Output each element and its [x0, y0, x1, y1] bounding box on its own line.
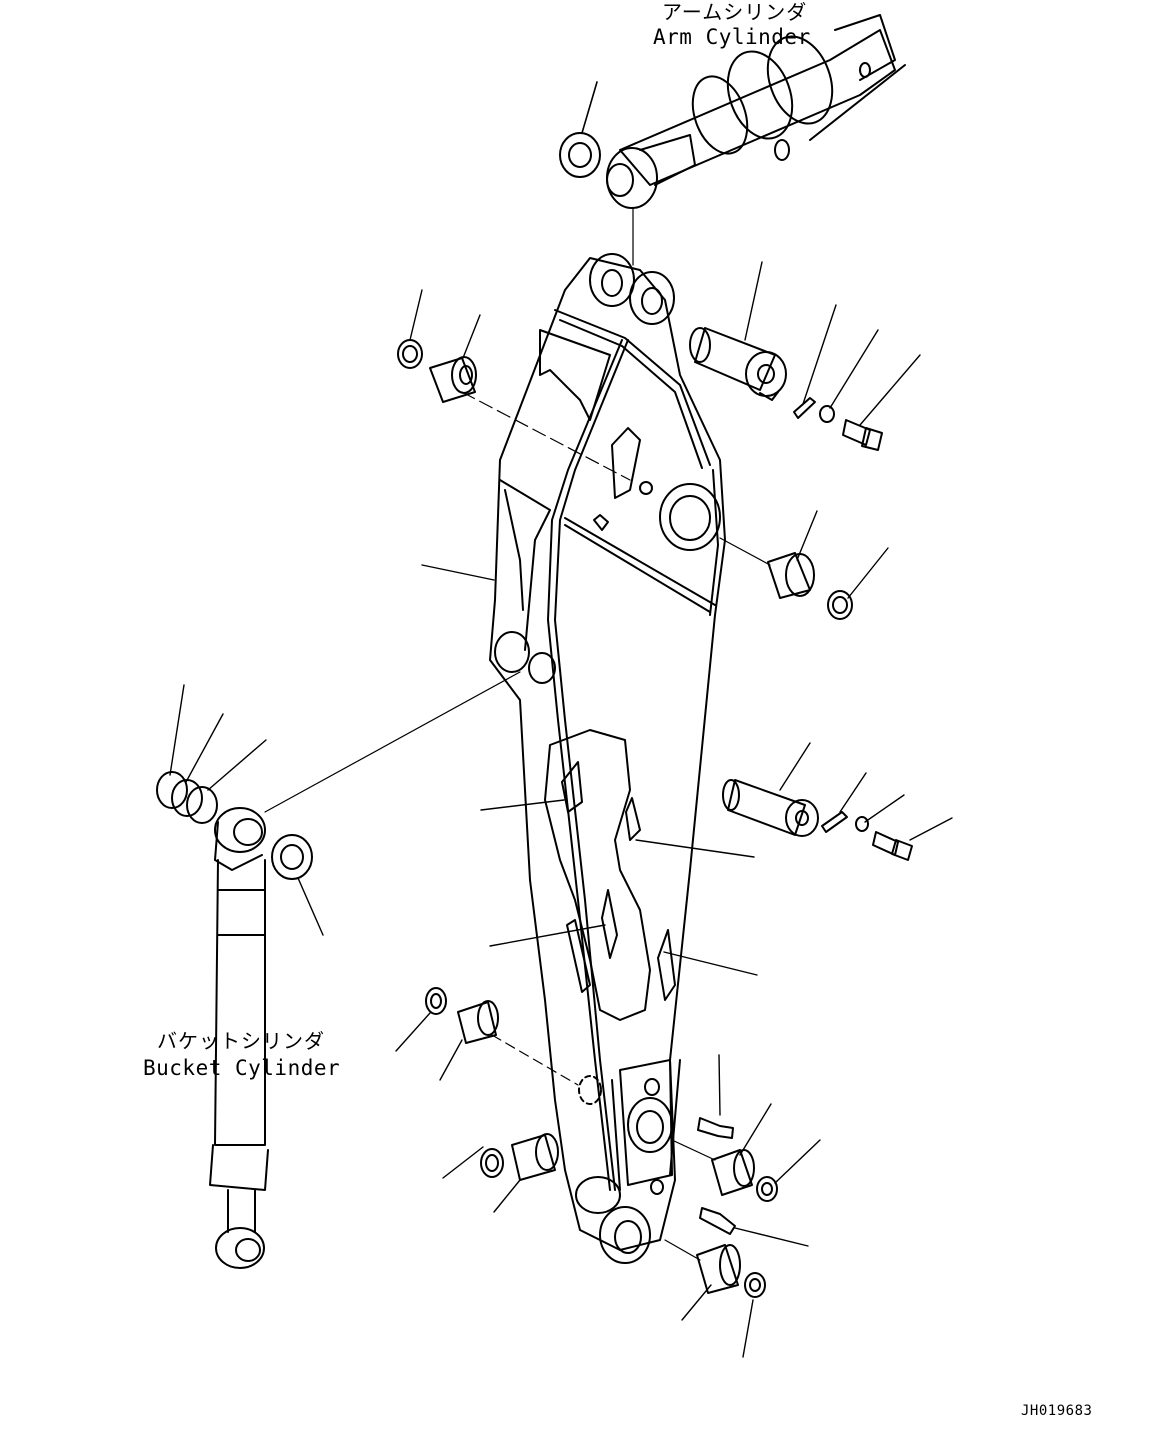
- bushing-right-mid: [767, 552, 853, 620]
- arm-body: [489, 253, 726, 1264]
- grease-fitting-1: [697, 1117, 734, 1139]
- shims-bucket-cylinder: [156, 771, 313, 880]
- bushing-lower-right: [696, 1149, 778, 1298]
- grease-fitting-2: [699, 1207, 736, 1235]
- drawing-id: JH019683: [1021, 1403, 1093, 1419]
- bucket-cylinder-label: Bucket Cylinder: [143, 1056, 341, 1080]
- arm-cylinder-label-jp: アームシリンダ: [662, 0, 808, 24]
- bucket-cylinder: [209, 807, 269, 1269]
- callout-leaders: [169, 261, 953, 1358]
- arm-cylinder-label: Arm Cylinder: [653, 25, 811, 49]
- washer-small-mid: [855, 816, 869, 832]
- lock-plate-top: [793, 397, 816, 419]
- bushing-lower-left: [425, 987, 559, 1181]
- bucket-cylinder-label-jp: バケットシリンダ: [157, 1029, 325, 1053]
- top-pin: [689, 327, 787, 401]
- lock-plate-mid: [821, 811, 848, 833]
- bolt-top: [842, 419, 883, 451]
- washer-top: [559, 132, 601, 178]
- arm-cylinder: [606, 14, 906, 209]
- decal-plates: [561, 761, 676, 1001]
- bolt-mid: [872, 831, 913, 861]
- washer-small-top: [819, 405, 835, 423]
- middle-pin: [722, 779, 819, 837]
